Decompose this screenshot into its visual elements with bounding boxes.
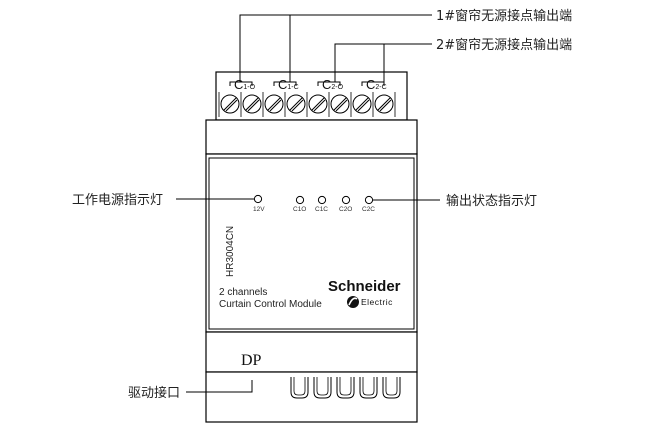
screw-terminals bbox=[218, 92, 396, 117]
callout-line-ch2 bbox=[334, 43, 432, 82]
screw-icon bbox=[330, 94, 350, 114]
power-led-label: 12V bbox=[253, 206, 265, 213]
front-panel bbox=[205, 153, 418, 333]
connector-pin-inner bbox=[385, 377, 398, 396]
connector-pin bbox=[359, 377, 378, 399]
screw-icon bbox=[374, 94, 394, 114]
output-led-c1o bbox=[295, 195, 305, 205]
screw-icon bbox=[220, 94, 240, 114]
power-led bbox=[253, 194, 263, 204]
model-number: HR3004CN bbox=[225, 226, 236, 277]
connector-pin bbox=[382, 377, 401, 399]
upper-shoulder bbox=[205, 119, 418, 155]
terminal-label-c2o: C2-O bbox=[317, 77, 344, 92]
annotation-drive-port: 驱动接口 bbox=[128, 385, 180, 401]
screw-icon bbox=[308, 94, 328, 114]
connector-pin bbox=[336, 377, 355, 399]
front-panel-inner bbox=[208, 157, 415, 330]
output-led-label-c2o: C2O bbox=[339, 206, 352, 213]
connector-pin-inner bbox=[362, 377, 375, 396]
svg-text:C2-O: C2-O bbox=[322, 77, 344, 92]
output-led-label-c2c: C2C bbox=[362, 206, 375, 213]
output-led-label-c1c: C1C bbox=[315, 206, 328, 213]
terminal-label-c1c: C1-C bbox=[273, 77, 299, 92]
connector-pin bbox=[290, 377, 309, 399]
svg-text:C1-C: C1-C bbox=[278, 77, 299, 92]
brand-name: Schneider bbox=[328, 278, 401, 295]
connector-pin bbox=[313, 377, 332, 399]
output-led-c1c bbox=[317, 195, 327, 205]
screw-icon bbox=[352, 94, 372, 114]
svg-text:C1-O: C1-O bbox=[234, 77, 256, 92]
connector-pin-inner bbox=[316, 377, 329, 396]
annotation-ch1-contacts: 1#窗帘无源接点输出端 bbox=[436, 8, 572, 24]
screw-icon bbox=[242, 94, 262, 114]
callout-line-drive-port bbox=[186, 380, 253, 393]
annotation-output-indicators: 输出状态指示灯 bbox=[446, 193, 537, 209]
output-led-label-c1o: C1O bbox=[293, 206, 306, 213]
description-line-2: Curtain Control Module bbox=[219, 299, 322, 310]
terminal-label-c1o: C1-O bbox=[229, 77, 256, 92]
brand-subtitle: Electric bbox=[361, 297, 393, 307]
description-line-1: 2 channels bbox=[219, 287, 267, 298]
annotation-power-indicator: 工作电源指示灯 bbox=[72, 193, 163, 208]
dp-connector-pins bbox=[290, 377, 401, 399]
terminal-label-c2c: C2-C bbox=[361, 77, 387, 92]
top-terminal-block bbox=[215, 71, 408, 121]
connector-pin-inner bbox=[339, 377, 352, 396]
connector-pin-inner bbox=[293, 377, 306, 396]
screw-icon bbox=[264, 94, 284, 114]
schneider-logo-icon bbox=[347, 296, 359, 308]
lower-shoulder bbox=[205, 331, 418, 373]
output-led-c2c bbox=[364, 195, 374, 205]
screw-icon bbox=[286, 94, 306, 114]
annotation-ch2-contacts: 2#窗帘无源接点输出端 bbox=[436, 37, 572, 53]
bottom-base bbox=[205, 371, 418, 423]
dp-label: DP bbox=[241, 352, 262, 369]
svg-text:C2-C: C2-C bbox=[366, 77, 387, 92]
output-led-c2o bbox=[341, 195, 351, 205]
callout-line-ch1 bbox=[239, 14, 432, 82]
